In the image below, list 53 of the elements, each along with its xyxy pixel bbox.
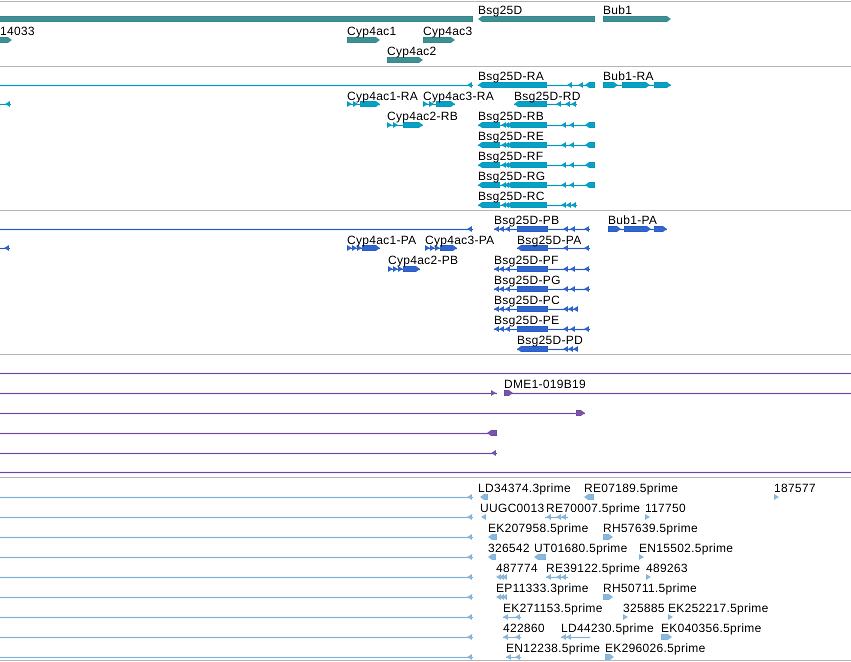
feature-label: Cyp4ac2-RB [387, 109, 458, 123]
feature-label: UUGC0013 [480, 501, 544, 515]
feature-label: Bsg25D-RD [514, 89, 581, 103]
feature-label: 14033 [0, 24, 35, 38]
feature-label: UT01680.5prime [534, 541, 628, 555]
feature-label: Bsg25D-PC [494, 293, 560, 307]
feature-label: Bub1-RA [603, 69, 654, 83]
feature-label: Bsg25D-RC [478, 189, 545, 203]
feature-label: 117750 [645, 501, 686, 515]
feature-label: Cyp4ac2-PB [388, 253, 458, 267]
feature-label: Bsg25D-RF [478, 149, 544, 163]
feature-label: 187577 [774, 481, 816, 495]
feature-label: Cyp4ac3 [423, 24, 472, 38]
feature-label: 422860 [503, 621, 545, 635]
feature-label: Cyp4ac3-PA [425, 233, 494, 247]
feature-label: 487774 [496, 561, 538, 575]
feature-label: RH50711.5prime [603, 581, 698, 595]
feature-label: Cyp4ac1 [347, 24, 396, 38]
feature-label: Bub1 [603, 3, 632, 17]
feature-label: Cyp4ac2 [387, 44, 436, 58]
feature-label: Bsg25D-RG [478, 169, 546, 183]
feature-label: RH57639.5prime [603, 521, 698, 535]
feature-label: Bsg25D-PF [494, 253, 559, 267]
feature-label: RE70007.5prime [546, 501, 640, 515]
feature-label: 489263 [646, 561, 688, 575]
feature-label: Bub1-PA [608, 213, 658, 227]
feature-label: LD34374.3prime [478, 481, 571, 495]
feature-label: Bsg25D-PE [494, 313, 560, 327]
feature-label: Bsg25D-RA [478, 69, 544, 83]
feature-label: Cyp4ac1-PA [347, 233, 416, 247]
feature-label: EN15502.5prime [639, 541, 734, 555]
feature-label: 326542 [488, 541, 530, 555]
feature-label: Cyp4ac1-RA [347, 89, 418, 103]
feature-label: EP11333.3prime [496, 581, 589, 595]
feature-label: EK207958.5prime [488, 521, 589, 535]
feature-label: EN12238.5prime [506, 641, 600, 655]
feature-label: Cyp4ac3-RA [423, 89, 494, 103]
feature-label: EK296026.5prime [605, 641, 706, 655]
feature-label: Bsg25D-RB [478, 109, 544, 123]
feature-label: Bsg25D-PA [517, 233, 582, 247]
feature-label: Bsg25D-PD [517, 333, 584, 347]
feature-label: EK252217.5prime [668, 601, 769, 615]
feature-label: Bsg25D-PB [494, 213, 560, 227]
feature-label: EK040356.5prime [661, 621, 762, 635]
feature-label: 325885 [623, 601, 665, 615]
feature-label: EK271153.5prime [503, 601, 603, 615]
feature-label: Bsg25D-PG [494, 273, 561, 287]
feature-label: LD44230.5prime [561, 621, 654, 635]
feature-label: Bsg25D [478, 3, 522, 17]
feature-label: RE39122.5prime [546, 561, 640, 575]
feature-label: RE07189.5prime [584, 481, 678, 495]
feature-label: Bsg25D-RE [478, 129, 544, 143]
feature-label: DME1-019B19 [504, 377, 586, 391]
